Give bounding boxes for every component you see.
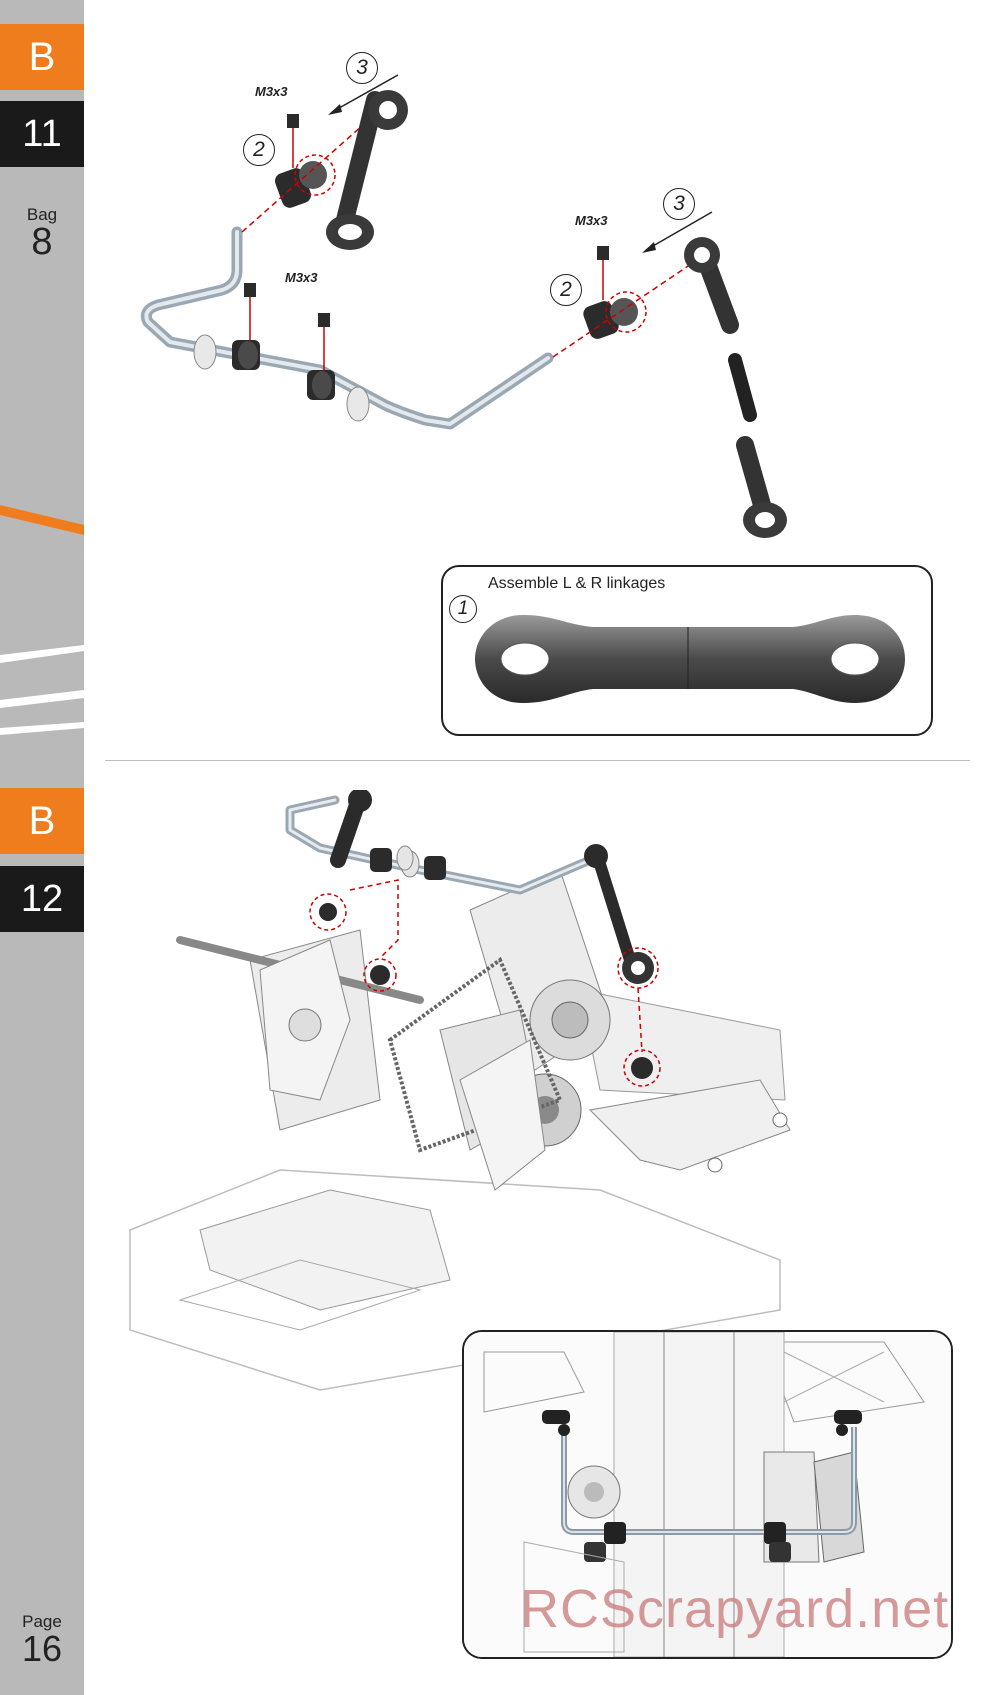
rod-end-left bbox=[326, 90, 408, 250]
bushing-white-left bbox=[193, 334, 217, 370]
grub-screw-icon bbox=[287, 114, 299, 128]
linkage-illustration bbox=[475, 615, 905, 703]
bushing-black-right bbox=[307, 370, 335, 400]
anti-roll-bar-exploded-drawing bbox=[140, 74, 787, 538]
rod-end-right bbox=[684, 237, 787, 538]
screw-size-label: M3x3 bbox=[255, 84, 288, 99]
chassis-assembly-drawing bbox=[129, 790, 791, 1391]
grub-screw-icon bbox=[244, 283, 256, 297]
page-number: 16 bbox=[21, 1628, 63, 1669]
ball-stud-right bbox=[583, 298, 638, 339]
callout-title: Assemble L & R linkages bbox=[488, 575, 666, 592]
page-indicator: Page 16 bbox=[0, 1612, 84, 1669]
step-callout-1: 1 bbox=[449, 595, 477, 623]
bushing-black-left bbox=[232, 340, 260, 370]
ball-stud-left bbox=[275, 161, 327, 208]
linkage-callout-box: 1 Assemble L & R linkages bbox=[441, 565, 933, 736]
step-number-tab-2: 12 bbox=[0, 866, 84, 932]
section-letter-tab-2: B bbox=[0, 788, 84, 854]
grub-screw-icon bbox=[597, 246, 609, 260]
step-callout-3: 3 bbox=[346, 52, 378, 84]
screw-size-label: M3x3 bbox=[285, 270, 318, 285]
step-number-tab: 11 bbox=[0, 101, 84, 167]
step-callout-2: 2 bbox=[243, 134, 275, 166]
top-view-detail-box bbox=[462, 1330, 953, 1659]
bag-indicator: Bag 8 bbox=[0, 205, 84, 263]
top-view-detail-illustration bbox=[464, 1332, 951, 1657]
bushing-white-right bbox=[346, 386, 370, 422]
watermark-text: RCScrapyard.net bbox=[520, 1579, 950, 1639]
step-callout-2: 2 bbox=[550, 274, 582, 306]
bag-number: 8 bbox=[31, 221, 53, 263]
page-label: Page bbox=[22, 1612, 62, 1631]
section-divider bbox=[105, 760, 970, 761]
step-callout-3: 3 bbox=[663, 188, 695, 220]
section-letter-tab: B bbox=[0, 24, 84, 90]
screw-size-label: M3x3 bbox=[575, 213, 608, 228]
grub-screw-icon bbox=[318, 313, 330, 327]
sidebar-swoosh-decoration bbox=[0, 505, 84, 735]
bag-label: Bag bbox=[26, 205, 58, 224]
